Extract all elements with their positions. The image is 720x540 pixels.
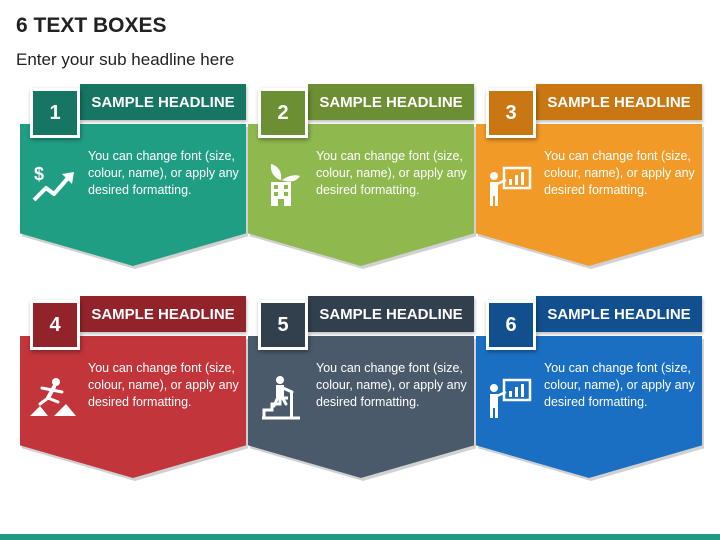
- card-text: You can change font (size, colour, name)…: [88, 149, 239, 197]
- presenter-chart-icon: [484, 160, 534, 210]
- card-headline[interactable]: SAMPLE HEADLINE: [80, 296, 246, 332]
- card-body: [20, 124, 246, 266]
- card-number: 3: [486, 88, 536, 138]
- climbing-stairs-icon: [256, 372, 306, 422]
- text-box-3[interactable]: SAMPLE HEADLINE 3 You can change font (s…: [476, 84, 704, 269]
- card-number: 6: [486, 300, 536, 350]
- text-box-6[interactable]: SAMPLE HEADLINE 6 You can change font (s…: [476, 296, 704, 481]
- svg-text:$: $: [34, 164, 44, 184]
- presenter-chart-icon: [484, 372, 534, 422]
- footer-bar: [0, 534, 720, 540]
- card-headline[interactable]: SAMPLE HEADLINE: [308, 84, 474, 120]
- card-body: [476, 124, 702, 266]
- slide-title: 6 TEXT BOXES: [16, 14, 167, 37]
- card-headline[interactable]: SAMPLE HEADLINE: [536, 296, 702, 332]
- card-number: 5: [258, 300, 308, 350]
- text-box-2[interactable]: SAMPLE HEADLINE 2 You can change font (s…: [248, 84, 476, 269]
- card-text: You can change font (size, colour, name)…: [88, 361, 239, 409]
- running-obstacle-icon: [28, 372, 78, 422]
- card-body: [20, 336, 246, 478]
- text-box-5[interactable]: SAMPLE HEADLINE 5 You can change font (s…: [248, 296, 476, 481]
- slide-subtitle: Enter your sub headline here: [16, 50, 235, 69]
- card-text: You can change font (size, colour, name)…: [316, 149, 467, 197]
- card-number: 1: [30, 88, 80, 138]
- card-body: [476, 336, 702, 478]
- eco-building-icon: [256, 160, 306, 210]
- text-box-1[interactable]: SAMPLE HEADLINE 1 $ You can change font …: [20, 84, 248, 269]
- text-box-4[interactable]: SAMPLE HEADLINE 4 You can change font (s…: [20, 296, 248, 481]
- card-number: 4: [30, 300, 80, 350]
- card-headline[interactable]: SAMPLE HEADLINE: [308, 296, 474, 332]
- card-text: You can change font (size, colour, name)…: [316, 361, 467, 409]
- card-headline[interactable]: SAMPLE HEADLINE: [80, 84, 246, 120]
- growth-dollar-icon: $: [28, 160, 78, 210]
- card-body: [248, 336, 474, 478]
- card-number: 2: [258, 88, 308, 138]
- card-headline[interactable]: SAMPLE HEADLINE: [536, 84, 702, 120]
- card-text: You can change font (size, colour, name)…: [544, 361, 695, 409]
- card-text: You can change font (size, colour, name)…: [544, 149, 695, 197]
